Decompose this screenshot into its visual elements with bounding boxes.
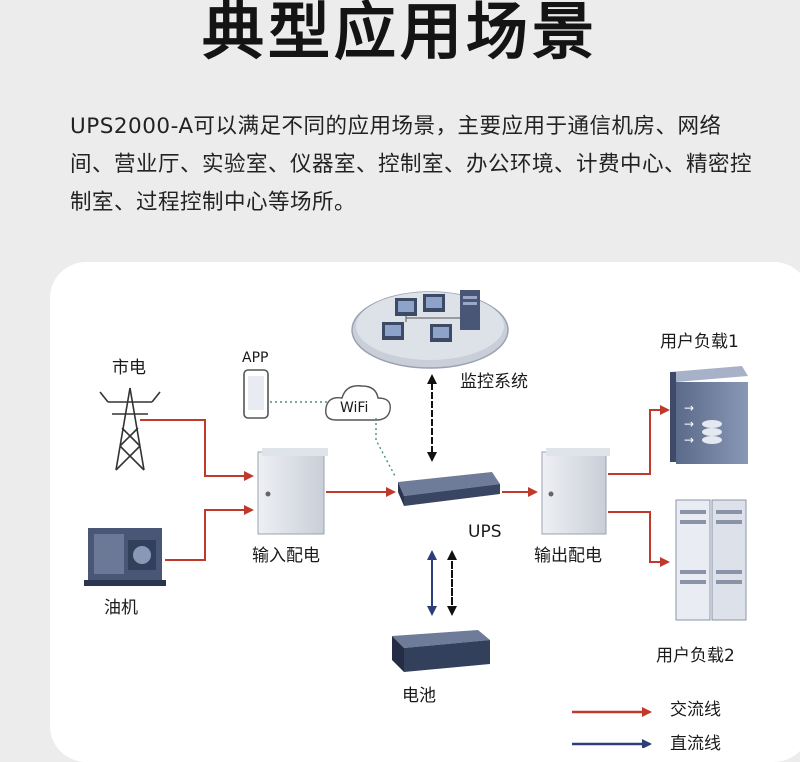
svg-text:→: → [684,401,694,415]
ups-device-icon [398,472,500,506]
monitoring-label: 监控系统 [460,372,528,392]
grid-label: 市电 [112,358,146,378]
battery-icon [392,630,490,672]
output-distribution-label: 输出配电 [534,546,602,566]
monitoring-system-icon [351,290,509,369]
input-distribution-cabinet-icon [257,448,328,535]
user-load2-server-icon [675,499,747,621]
legend [572,707,652,748]
generator-label: 油机 [104,598,138,618]
generator-icon [84,528,166,586]
ac-lines [140,405,670,567]
svg-text:→: → [684,417,694,431]
app-label: APP [242,350,269,366]
page-title: 典型应用场景 [201,0,598,68]
ups-label: UPS [468,522,502,542]
user-load1-rack-icon: → → → [670,366,748,464]
battery-label: 电池 [402,686,436,706]
load1-label: 用户负载1 [660,332,739,352]
svg-text:→: → [684,433,694,447]
output-distribution-cabinet-icon [541,448,610,535]
legend-ac-label: 交流线 [670,700,721,720]
mobile-phone-icon [243,369,269,419]
legend-dc-label: 直流线 [670,734,721,754]
communication-links [427,374,457,616]
wireless-links [270,401,397,479]
input-distribution-label: 输入配电 [252,546,320,566]
description-text: UPS2000-A可以满足不同的应用场景，主要应用于通信机房、网络间、营业厅、实… [70,114,753,215]
wifi-label: WiFi [340,400,369,416]
load2-label: 用户负载2 [656,646,735,666]
wifi-cloud-icon [325,385,391,421]
power-grid-tower-icon [99,387,161,471]
